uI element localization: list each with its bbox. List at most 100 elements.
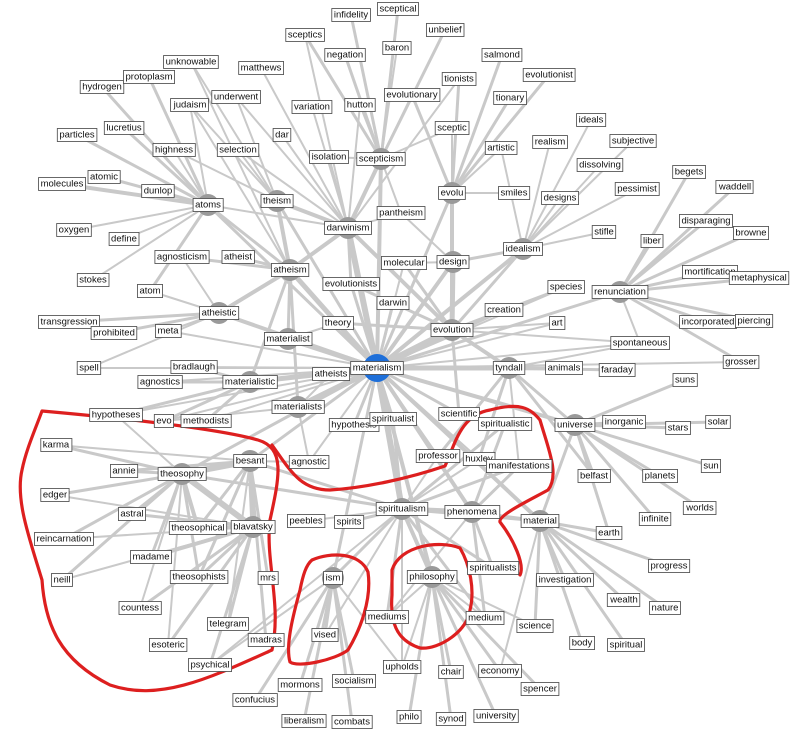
node-agnosticism[interactable]: agnosticism — [154, 250, 210, 264]
node-worlds[interactable]: worlds — [682, 501, 717, 515]
node-molecules[interactable]: molecules — [38, 177, 86, 191]
node-realism[interactable]: realism — [532, 135, 568, 149]
node-blavatsky[interactable]: blavatsky — [230, 516, 276, 538]
node-professor[interactable]: professor — [415, 449, 461, 463]
node-atheists[interactable]: atheists — [312, 367, 351, 381]
node-infinite[interactable]: infinite — [638, 512, 672, 526]
node-astral[interactable]: astral — [118, 507, 147, 521]
node-evolution[interactable]: evolution — [430, 319, 474, 341]
node-renunciation[interactable]: renunciation — [591, 281, 649, 303]
node-mortification[interactable]: mortification — [682, 265, 739, 279]
node-psychical[interactable]: psychical — [188, 658, 232, 672]
node-atheism[interactable]: atheism — [270, 259, 310, 281]
node-spiritualists[interactable]: spiritualists — [467, 561, 520, 575]
node-browne[interactable]: browne — [733, 226, 770, 240]
node-art[interactable]: art — [549, 316, 566, 330]
node-atheistic[interactable]: atheistic — [199, 302, 240, 324]
node-liber[interactable]: liber — [640, 234, 664, 248]
node-underwent[interactable]: underwent — [211, 90, 261, 104]
node-medium[interactable]: medium — [465, 611, 505, 625]
node-chair[interactable]: chair — [438, 665, 464, 679]
node-madras[interactable]: madras — [247, 633, 285, 647]
node-synod[interactable]: synod — [435, 712, 467, 726]
node-theosophists[interactable]: theosophists — [169, 570, 229, 584]
node-creation[interactable]: creation — [484, 303, 524, 317]
node-designs[interactable]: designs — [541, 191, 579, 205]
node-materialism[interactable]: materialism — [350, 354, 404, 382]
node-negation[interactable]: negation — [324, 48, 366, 62]
node-spontaneous[interactable]: spontaneous — [610, 336, 670, 350]
node-particles[interactable]: particles — [56, 128, 98, 142]
node-body[interactable]: body — [569, 636, 596, 650]
node-socialism[interactable]: socialism — [332, 674, 376, 688]
node-spell[interactable]: spell — [76, 361, 102, 375]
node-esoteric[interactable]: esoteric — [148, 638, 188, 652]
node-selection[interactable]: selection — [216, 143, 260, 157]
node-highness[interactable]: highness — [152, 143, 196, 157]
node-philo[interactable]: philo — [396, 710, 422, 724]
node-define[interactable]: define — [108, 232, 140, 246]
node-sun[interactable]: sun — [700, 459, 721, 473]
node-economy[interactable]: economy — [478, 664, 522, 678]
node-suns[interactable]: suns — [672, 373, 698, 387]
node-atomic[interactable]: atomic — [87, 170, 121, 184]
node-prohibited[interactable]: prohibited — [90, 326, 138, 340]
node-sceptic[interactable]: sceptic — [434, 121, 470, 135]
node-countess[interactable]: countess — [118, 601, 162, 615]
node-mediums[interactable]: mediums — [365, 610, 409, 624]
node-evo[interactable]: evo — [153, 414, 175, 428]
node-theism[interactable]: theism — [260, 190, 294, 212]
node-incorporated[interactable]: incorporated — [679, 315, 737, 329]
node-earth[interactable]: earth — [595, 526, 623, 540]
node-grosser[interactable]: grosser — [722, 355, 760, 369]
node-judaism[interactable]: judaism — [170, 98, 209, 112]
node-baron[interactable]: baron — [382, 41, 412, 55]
node-evolu[interactable]: evolu — [438, 182, 466, 204]
node-atheist[interactable]: atheist — [221, 250, 255, 264]
node-reincarnation[interactable]: reincarnation — [34, 532, 94, 546]
node-animals[interactable]: animals — [545, 361, 583, 375]
node-hutton[interactable]: hutton — [344, 98, 376, 112]
node-materialist[interactable]: materialist — [263, 328, 313, 350]
node-hypothesis[interactable]: hypothesis — [328, 418, 380, 432]
node-universe[interactable]: universe — [554, 414, 596, 436]
node-theosophy[interactable]: theosophy — [157, 463, 207, 485]
node-sceptical[interactable]: sceptical — [377, 2, 419, 16]
node-vised[interactable]: vised — [311, 628, 339, 642]
node-tionists[interactable]: tionists — [441, 72, 477, 86]
node-solar[interactable]: solar — [705, 415, 731, 429]
node-spiritual[interactable]: spiritual — [607, 638, 645, 652]
node-telegram[interactable]: telegram — [207, 617, 249, 631]
node-dar[interactable]: dar — [272, 128, 292, 142]
node-piercing[interactable]: piercing — [735, 314, 774, 328]
node-mormons[interactable]: mormons — [277, 678, 323, 692]
node-bradlaugh[interactable]: bradlaugh — [170, 360, 218, 374]
node-spiritualistic[interactable]: spiritualistic — [477, 417, 533, 431]
node-theory[interactable]: theory — [322, 316, 354, 330]
node-edger[interactable]: edger — [40, 488, 70, 502]
node-unbelief[interactable]: unbelief — [425, 23, 465, 37]
node-sceptics[interactable]: sceptics — [285, 28, 325, 42]
node-protoplasm[interactable]: protoplasm — [123, 70, 175, 84]
node-combats[interactable]: combats — [331, 715, 373, 729]
node-agnostic[interactable]: agnostic — [288, 455, 330, 469]
node-molecular[interactable]: molecular — [380, 256, 427, 270]
node-investigation[interactable]: investigation — [536, 573, 594, 587]
node-isolation[interactable]: isolation — [309, 150, 349, 164]
node-confucius[interactable]: confucius — [232, 693, 278, 707]
node-atoms[interactable]: atoms — [192, 194, 224, 216]
node-annie[interactable]: annie — [110, 464, 139, 478]
node-oxygen[interactable]: oxygen — [56, 223, 92, 237]
node-ism[interactable]: ism — [322, 567, 344, 589]
node-atom[interactable]: atom — [136, 284, 163, 298]
node-materialists[interactable]: materialists — [271, 396, 325, 418]
node-stokes[interactable]: stokes — [76, 273, 110, 287]
node-hypotheses[interactable]: hypotheses — [89, 408, 143, 422]
node-stars[interactable]: stars — [665, 421, 691, 435]
node-madame[interactable]: madame — [130, 550, 172, 564]
node-darwinism[interactable]: darwinism — [324, 217, 372, 239]
node-variation[interactable]: variation — [291, 100, 333, 114]
node-design[interactable]: design — [436, 251, 470, 273]
node-nature[interactable]: nature — [649, 601, 681, 615]
node-spiritualism[interactable]: spiritualism — [375, 498, 429, 520]
